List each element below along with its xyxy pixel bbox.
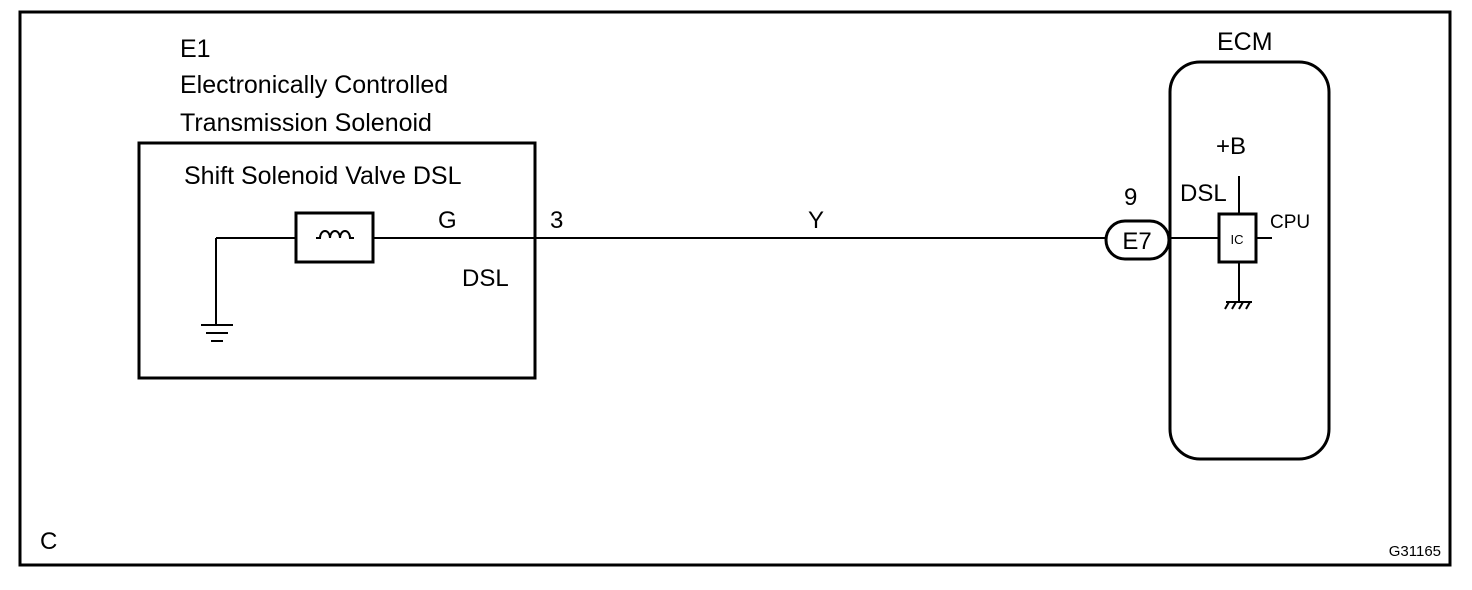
- corner-letter: C: [40, 528, 57, 555]
- chassis-ground-icon: [1224, 262, 1252, 310]
- wire-color-inside: G: [438, 207, 457, 234]
- component-name-line2: Transmission Solenoid: [180, 109, 432, 137]
- ecm-box: [1168, 60, 1331, 461]
- cpu-label: CPU: [1270, 212, 1310, 233]
- wire-color: Y: [808, 207, 824, 234]
- ecm-title: ECM: [1217, 28, 1273, 56]
- component-pin-number: 3: [550, 207, 563, 234]
- outer-frame: [18, 10, 1452, 567]
- solenoid-coil-box: [294, 211, 375, 264]
- ecm-terminal-label: DSL: [1180, 180, 1227, 207]
- ground-icon: [201, 238, 233, 342]
- coil-icon: [316, 230, 354, 239]
- ecm-supply-label: +B: [1216, 133, 1246, 160]
- ic-label: IC: [1231, 232, 1244, 247]
- connector-code: E7: [1122, 228, 1151, 255]
- component-name-line1: Electronically Controlled: [180, 71, 448, 99]
- component-code: E1: [180, 35, 211, 63]
- figure-code: G31165: [1389, 543, 1441, 560]
- valve-label: Shift Solenoid Valve DSL: [184, 162, 462, 190]
- solenoid-component-box: [137, 141, 537, 380]
- connector-pin-number: 9: [1124, 184, 1137, 211]
- component-terminal-label: DSL: [462, 265, 509, 292]
